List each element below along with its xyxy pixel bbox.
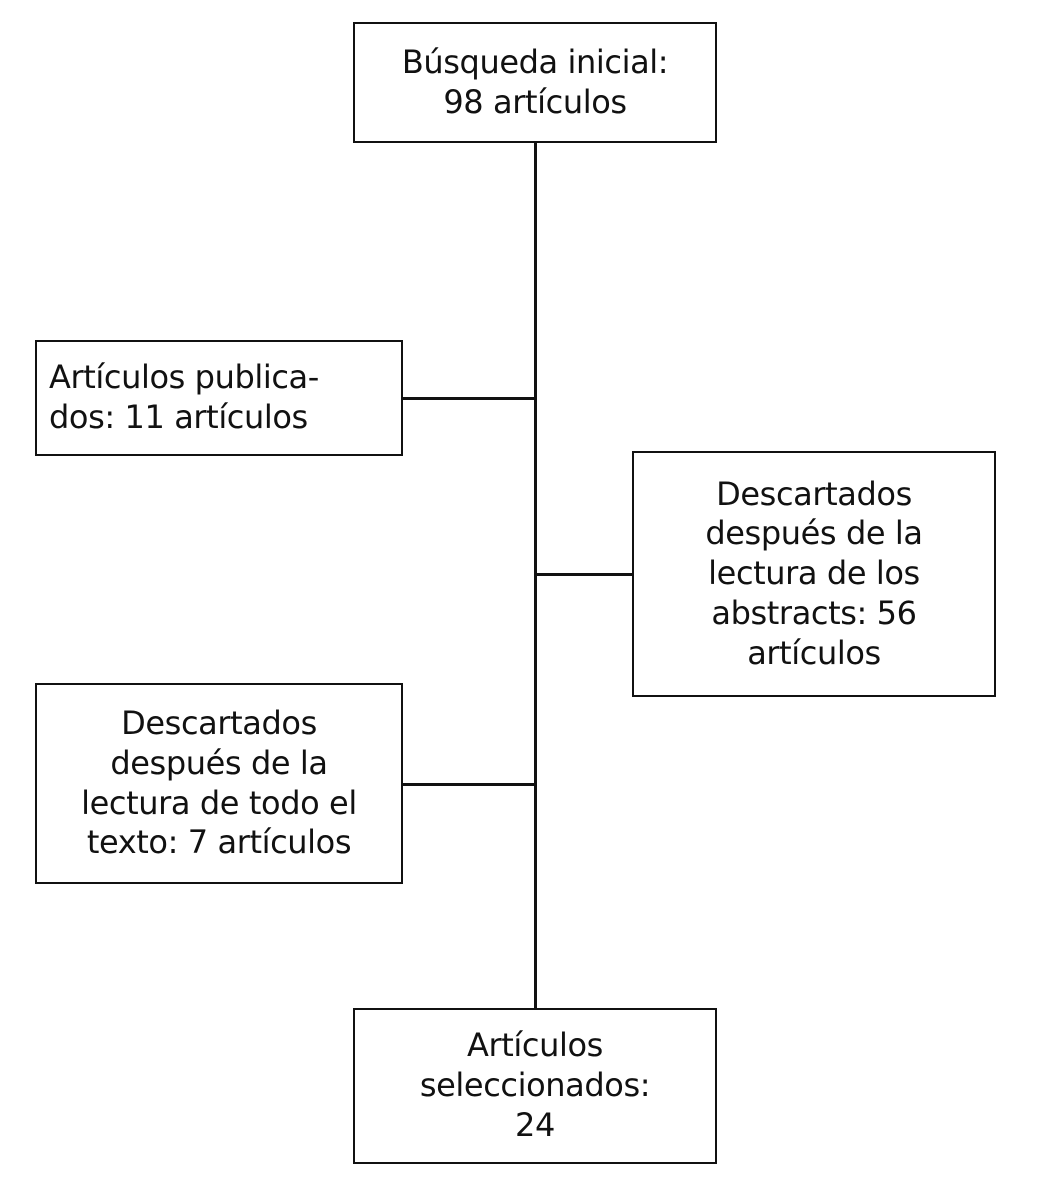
- box-discarded-after-fulltext: Descartados después de la lectura de tod…: [35, 683, 403, 884]
- connector-branch-fulltext: [402, 783, 535, 786]
- box-initial-search: Búsqueda inicial: 98 artículos: [353, 22, 717, 143]
- box-articles-published: Artículos publica- dos: 11 artículos: [35, 340, 403, 456]
- connector-branch-abstracts: [535, 573, 633, 576]
- box-articles-selected: Artículos seleccionados: 24: [353, 1008, 717, 1164]
- box-discarded-after-abstracts: Descartados después de la lectura de los…: [632, 451, 996, 697]
- connector-vertical-trunk: [534, 143, 537, 1009]
- connector-branch-published: [402, 397, 535, 400]
